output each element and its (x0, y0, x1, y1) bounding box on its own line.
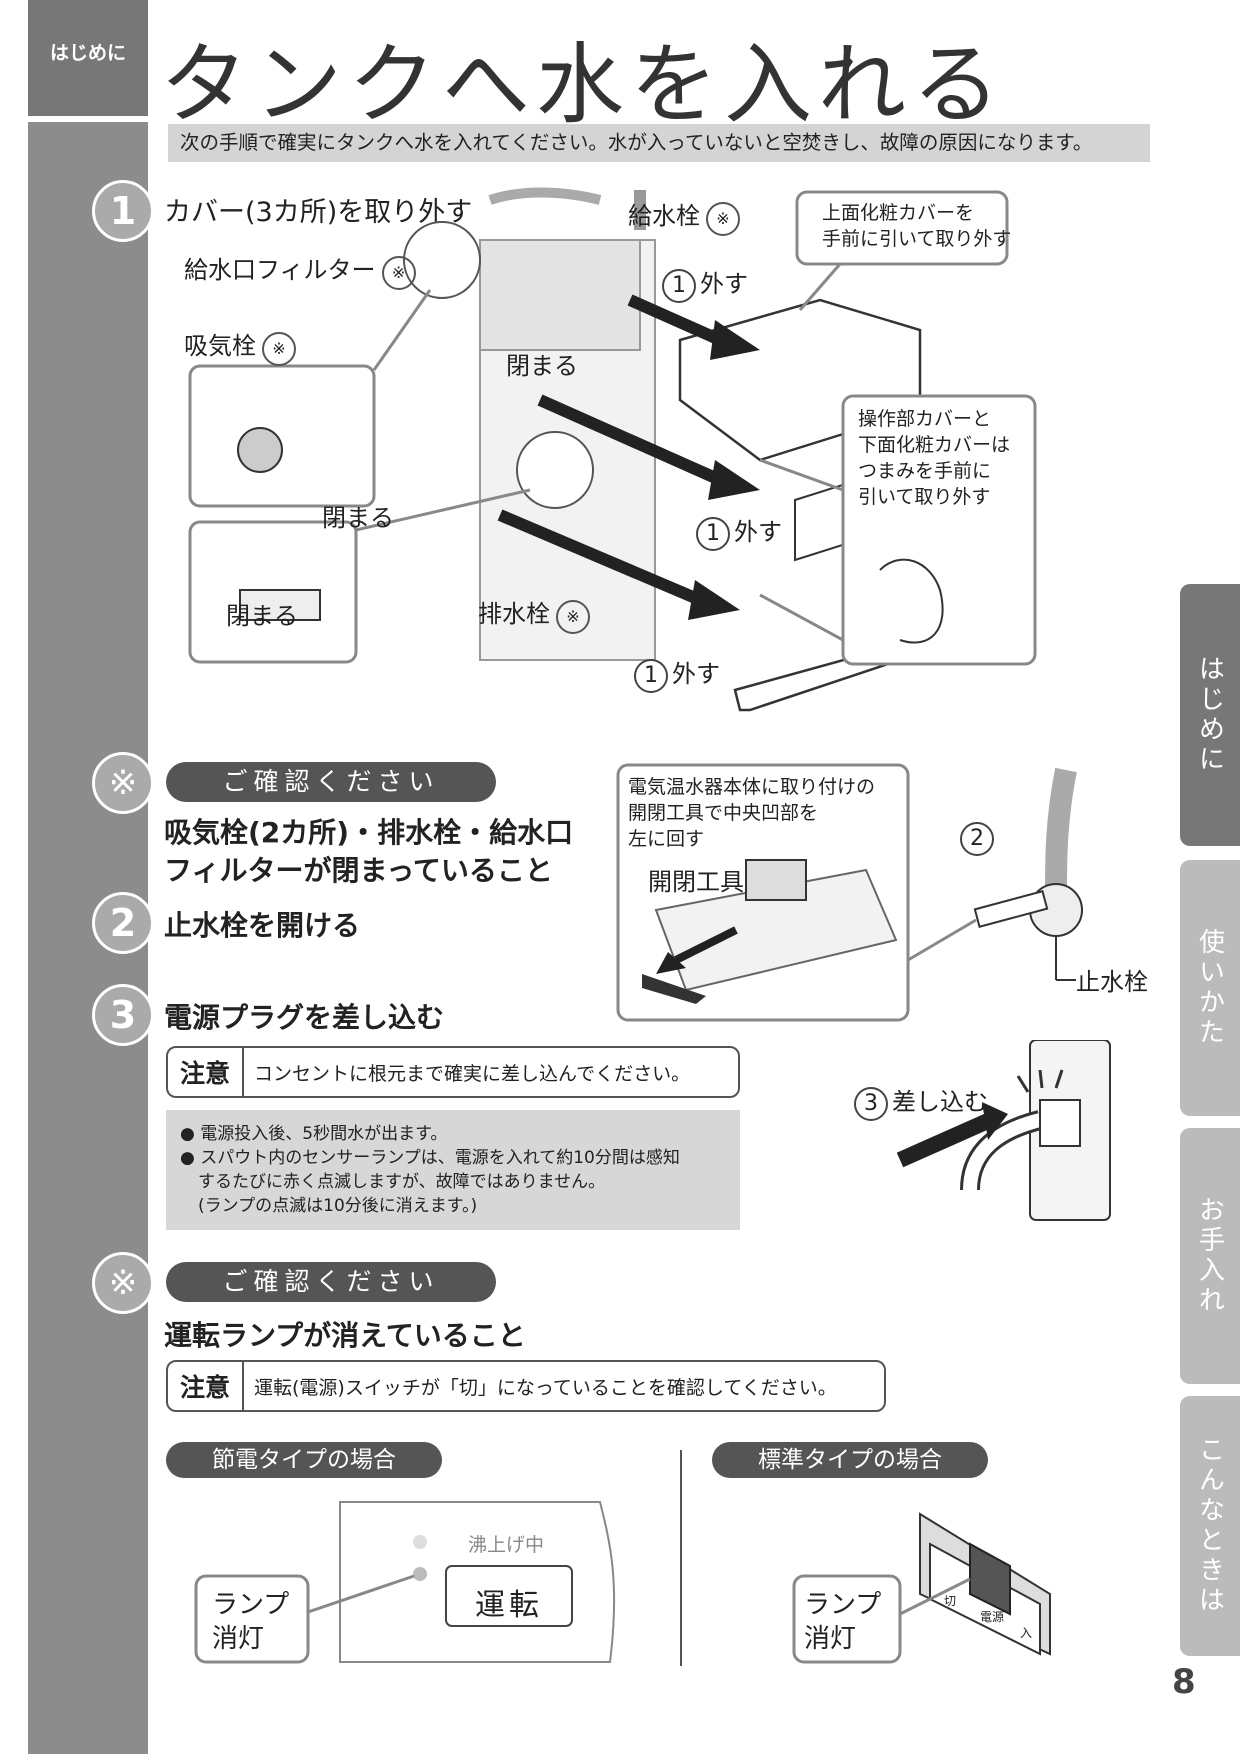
plug-insert-illustration (896, 1040, 1111, 1221)
info-line: ● 電源投入後、5秒間水が出ます。 (180, 1124, 448, 1144)
label-lamp-off-eco: ランプ 消灯 (212, 1590, 290, 1654)
confirm-1-pill: ご確認ください (166, 762, 496, 802)
types-divider (680, 1450, 682, 1666)
label-close-top: 閉まる (506, 352, 578, 380)
standard-switch-illustration (792, 1512, 1051, 1664)
step-1-heading: カバー(3カ所)を取り外す (164, 197, 473, 228)
switch-label-power: 電源 (980, 1610, 1005, 1624)
step-2-heading: 止水栓を開ける (164, 909, 361, 942)
step-2-circle: 2 (960, 822, 998, 856)
confirm-1-text: 吸気栓(2カ所)・排水栓・給水口 フィルターが閉まっていること (164, 816, 574, 887)
eco-panel-illustration (194, 1501, 616, 1664)
notice-label: 注意 (168, 1048, 245, 1096)
left-margin-bar (28, 0, 148, 1754)
page-title: タンクへ水を入れる (160, 33, 1007, 136)
notice-text: 運転(電源)スイッチが「切」になっていることを確認してください。 (254, 1376, 837, 1399)
label-close-zoom2: 閉まる (226, 602, 298, 630)
eco-type-pill: 節電タイプの場合 (166, 1442, 442, 1478)
section-tag-box (28, 0, 148, 116)
switch-label-off: 切 (944, 1594, 957, 1608)
confirm-1-mark: ※ (92, 752, 154, 814)
tab-troubleshooting[interactable]: こんなときは (1180, 1396, 1240, 1656)
info-line: するたびに赤く点滅しますが、故障ではありません。 (198, 1172, 606, 1192)
step-3-notice: 注意 コンセントに根元まで確実に差し込んでください。 (166, 1046, 740, 1098)
step-3-number: 3 (92, 984, 154, 1046)
callout-side-cover: 操作部カバーと 下面化粧カバーは つまみを手前に 引いて取り外す (858, 408, 1011, 508)
confirm-2-text: 運転ランプが消えていること (164, 1319, 526, 1352)
label-boiling: 沸上げ中 (468, 1534, 545, 1556)
tab-care[interactable]: お手入れ (1180, 1128, 1240, 1384)
label-lamp-off-standard: ランプ 消灯 (804, 1590, 882, 1654)
switch-label-on: 入 (1020, 1626, 1033, 1640)
page-number: 8 (1172, 1662, 1196, 1702)
bar-divider (28, 116, 148, 122)
info-line: ● スパウト内のセンサーランプは、電源を入れて約10分間は感知 (180, 1148, 680, 1168)
label-air-valve: 吸気栓※ (184, 326, 296, 366)
confirm-2-mark: ※ (92, 1252, 154, 1314)
step-2-callout: 電気温水器本体に取り付けの 開閉工具で中央凹部を 左に回す (628, 776, 876, 850)
step-2-number: 2 (92, 892, 154, 954)
confirm-2-notice: 注意 運転(電源)スイッチが「切」になっていることを確認してください。 (166, 1360, 886, 1412)
tab-usage[interactable]: 使いかた (1180, 860, 1240, 1116)
run-button[interactable]: 運転 (475, 1588, 543, 1623)
label-stop-valve: 止水栓 (1076, 968, 1148, 996)
notice-label: 注意 (168, 1362, 245, 1410)
step-3-info: ● 電源投入後、5秒間水が出ます。 ● スパウト内のセンサーランプは、電源を入れ… (166, 1110, 740, 1230)
callout-top-cover: 上面化粧カバーを 手前に引いて取り外す (822, 202, 1012, 250)
label-tool: 開閉工具 (648, 868, 744, 896)
label-close-zoom1: 閉まる (322, 504, 394, 532)
tab-intro[interactable]: はじめに (1180, 584, 1240, 846)
step-1-number: 1 (92, 180, 154, 242)
info-line: (ランプの点滅は10分後に消えます。) (198, 1196, 478, 1216)
cover-removal-illustration (188, 187, 1037, 712)
notice-text: コンセントに根元まで確実に差し込んでください。 (254, 1062, 691, 1085)
step-3-heading: 電源プラグを差し込む (164, 1001, 445, 1034)
stop-valve-illustration (616, 763, 1083, 1022)
label-inlet-filter: 給水口フィルター※ (184, 250, 416, 290)
standard-type-pill: 標準タイプの場合 (712, 1442, 988, 1478)
confirm-2-pill: ご確認ください (166, 1262, 496, 1302)
intro-text: 次の手順で確実にタンクへ水を入れてください。水が入っていないと空焚きし、故障の原… (168, 124, 1150, 162)
label-drain-valve: 排水栓※ (478, 594, 590, 634)
label-water-supply-valve: 給水栓※ (628, 196, 740, 236)
section-tag: はじめに (49, 42, 126, 64)
